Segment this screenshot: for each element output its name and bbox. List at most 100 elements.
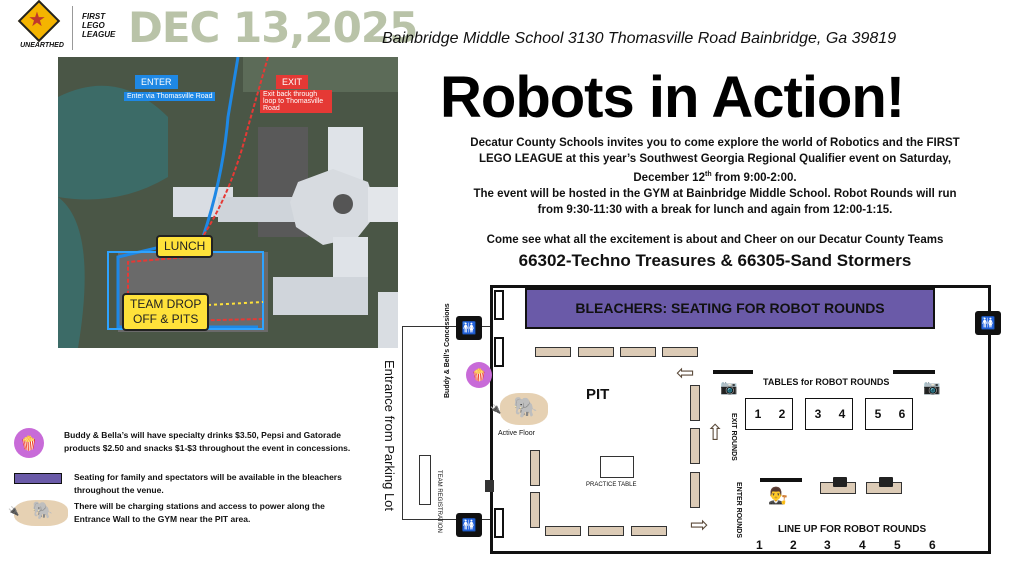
pit-table: [588, 526, 624, 536]
laptop-screen: [833, 477, 847, 487]
divider-bar: [760, 478, 802, 482]
intro-line-2: LEGO LEAGUE at this year’s Southwest Geo…: [478, 153, 952, 165]
lineup-label: LINE UP FOR ROBOT ROUNDS: [778, 524, 927, 535]
robot-table-3-4: 3 4: [805, 398, 853, 430]
divider-bar: [893, 370, 935, 374]
wall-tab: [494, 337, 504, 367]
elephant-icon: 🐘: [32, 501, 54, 520]
pit-table: [690, 428, 700, 464]
intro-time: from 9:00-2:00.: [711, 171, 797, 184]
restroom-icon: 🚻: [456, 513, 482, 537]
table-number: 5: [874, 407, 882, 421]
cheer-text: Come see what all the excitement is abou…: [486, 234, 944, 246]
concessions-label: Buddy & Bell’s Concessions: [444, 303, 451, 398]
concessions-icon: 🍿: [14, 428, 44, 458]
pit-table: [620, 347, 656, 357]
table-number: 1: [754, 407, 762, 421]
lineup-number: 1: [756, 538, 763, 552]
tables-label: TABLES for ROBOT ROUNDS: [763, 377, 890, 387]
aerial-map: ENTER Enter via Thomasville Road EXIT Ex…: [58, 57, 398, 348]
concessions-icon: 🍿: [466, 362, 492, 388]
lineup-number: 4: [859, 538, 866, 552]
active-floor-label: Active Floor: [498, 430, 535, 437]
camera-tripod-icon: 📷: [923, 379, 941, 395]
robot-table-5-6: 5 6: [865, 398, 913, 430]
table-number: 2: [778, 407, 786, 421]
lineup-number: 5: [894, 538, 901, 552]
judge-icon: 👨‍⚖️: [768, 488, 788, 505]
power-outlet: [485, 480, 494, 492]
camera-tripod-icon: 📷: [720, 379, 738, 395]
unearthed-logo: ★ UNEARTHED: [14, 0, 64, 54]
laptop-icon: [820, 477, 856, 494]
pit-table: [631, 526, 667, 536]
aerial-map-drawing: [58, 57, 398, 348]
practice-table: [600, 456, 634, 478]
event-date: DEC 13,2025: [128, 3, 418, 52]
pit-table: [530, 450, 540, 486]
star-icon: ★: [28, 9, 46, 31]
lineup-number: 6: [929, 538, 936, 552]
pit-table: [578, 347, 614, 357]
restroom-icon: 🚻: [456, 316, 482, 340]
arrow-left-icon: ⇦: [676, 360, 695, 385]
legend-bleachers-swatch: [14, 473, 62, 484]
entrance-hallway: [402, 326, 492, 520]
intro-line-3: December 12th from 9:00-2:00.: [440, 167, 990, 186]
event-address: Bainbridge Middle School 3130 Thomasvill…: [382, 30, 897, 47]
page-title: Robots in Action!: [440, 65, 905, 130]
table-number: 6: [898, 407, 906, 421]
pit-table: [690, 472, 700, 508]
team-drop-line1: TEAM DROP: [130, 297, 202, 311]
lineup-number: 2: [790, 538, 797, 552]
entrance-label: Entrance from Parking Lot: [382, 360, 397, 512]
active-floor-image: 🐘: [500, 393, 548, 425]
practice-table-label: PRACTICE TABLE: [586, 482, 637, 488]
lineup-number: 3: [824, 538, 831, 552]
pit-table: [690, 385, 700, 421]
enter-rounds-label: ENTER ROUNDS: [735, 482, 742, 539]
enter-chip: ENTER: [135, 75, 178, 89]
intro-line-4: The event will be hosted in the GYM at B…: [473, 187, 957, 200]
legend-active-floor-image: 🐘: [14, 500, 68, 526]
unearthed-wordmark: UNEARTHED: [20, 42, 64, 49]
laptop-icon: [866, 477, 902, 494]
charging-cable-icon: 🔌: [490, 404, 502, 414]
team-registration-label: TEAM REGISTRATION: [436, 470, 442, 533]
bleachers-banner: BLEACHERS: SEATING FOR ROBOT ROUNDS: [525, 288, 935, 329]
legend-concessions-text: Buddy & Bella’s will have specialty drin…: [64, 430, 351, 453]
event-description: Decatur County Schools invites you to co…: [440, 135, 990, 218]
elephant-icon: 🐘: [513, 397, 538, 419]
pit-table: [545, 526, 581, 536]
intro-line-5: from 9:30-11:30 with a break for lunch a…: [537, 203, 893, 216]
pit-table: [530, 492, 540, 528]
exit-chip: EXIT: [276, 75, 309, 89]
enter-note: Enter via Thomasville Road: [124, 92, 216, 101]
table-number: 3: [814, 407, 822, 421]
restroom-icon: 🚻: [975, 311, 1001, 335]
laptop-screen: [879, 477, 893, 487]
charging-cable-icon: 🔌: [8, 506, 20, 516]
pit-table: [535, 347, 571, 357]
teams-heading: 66302-Techno Treasures & 66305-Sand Stor…: [518, 251, 912, 270]
exit-rounds-label: EXIT ROUNDS: [730, 413, 737, 461]
legend-charging-text: There will be charging stations and acce…: [74, 501, 325, 524]
pit-table: [662, 347, 698, 357]
intro-date-suffix: th: [704, 171, 712, 178]
legend-bleachers-text: Seating for family and spectators will b…: [74, 472, 342, 495]
header-divider: [72, 6, 73, 50]
arrow-right-icon: ⇨: [690, 512, 709, 537]
intro-line-1: Decatur County Schools invites you to co…: [470, 137, 960, 149]
gym-floor-plan: [490, 285, 991, 554]
intro-date: December 12: [633, 171, 705, 184]
pit-label: PIT: [586, 386, 610, 403]
fll-logo: FIRST LEGO LEAGUE: [82, 12, 116, 39]
team-drop-label: TEAM DROP OFF & PITS: [122, 293, 210, 331]
table-number: 4: [838, 407, 846, 421]
exit-note: Exit back through loop to Thomasville Ro…: [260, 90, 332, 113]
team-drop-line2: OFF & PITS: [133, 312, 199, 326]
lunch-label: LUNCH: [156, 235, 214, 258]
divider-bar: [713, 370, 753, 374]
wall-tab: [494, 508, 504, 538]
wall-tab: [494, 290, 504, 320]
